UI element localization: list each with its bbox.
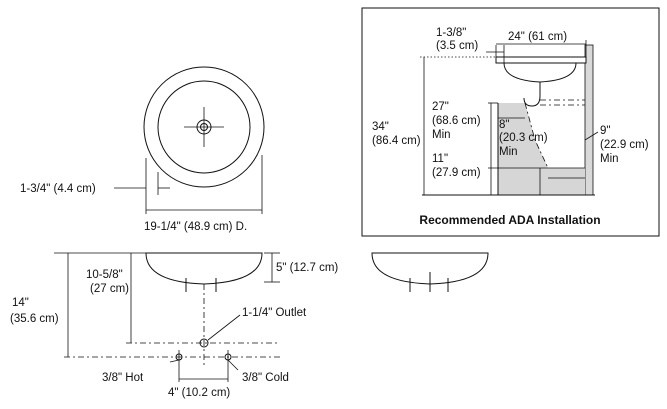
height-to-outlet-cm: (27 cm) (90, 283, 129, 295)
offset-in: 1-3/8" (436, 27, 466, 39)
knee-height-in: 27" (432, 101, 449, 113)
outlet-leader (207, 314, 241, 341)
hot-label: 3/8" Hot (102, 372, 144, 384)
height-in: 34" (372, 121, 389, 133)
height-to-outlet-label: 10-5/8" (27 cm) (86, 269, 129, 295)
rim-offset-label: 1-3/4" (4.4 cm) (20, 183, 96, 195)
knee-depth-in: 8" (499, 119, 509, 131)
toe-depth-leader (584, 131, 599, 141)
cold-label: 3/8" Cold (242, 372, 289, 384)
toe-depth-label: 9" (22.9 cm) Min (600, 125, 652, 165)
bowl-outer-rim (143, 66, 265, 188)
offset-label: 1-3/8" (3.5 cm) (436, 27, 478, 52)
knee-height-cm: (68.6 cm) (432, 115, 481, 127)
hot-leader (169, 359, 180, 363)
knee-height-min: Min (432, 129, 451, 141)
knee-height-label: 27" (68.6 cm) Min (432, 101, 484, 141)
outlet-marker (199, 338, 209, 348)
offset-cm: (3.5 cm) (436, 40, 478, 52)
countertop (495, 56, 587, 64)
width-label: 24" (61 cm) (508, 31, 567, 43)
total-height-in: 14" (12, 297, 29, 309)
height-cm: (86.4 cm) (372, 135, 421, 147)
diameter-label: 19-1/4" (48.9 cm) D. (144, 221, 247, 233)
height-label: 34" (86.4 cm) (372, 121, 421, 147)
supply-spacing-label: 4" (10.2 cm) (168, 387, 230, 399)
ada-bowl (503, 62, 577, 83)
ada-title: Recommended ADA Installation (419, 213, 600, 227)
wall (584, 44, 594, 196)
knee-profile (524, 102, 549, 169)
bowl-side-profile (145, 252, 263, 285)
cold-leader (227, 359, 239, 371)
clearance-area (498, 103, 585, 195)
toe-height-cm: (27.9 cm) (432, 167, 481, 179)
side-view: 5" (12.7 cm) 1-1/4" Outlet 10-5/8" (27 c… (10, 252, 338, 399)
toe-depth-cm: (22.9 cm) (600, 139, 649, 151)
front-view (371, 252, 489, 292)
toe-height-label: 11" (27.9 cm) (432, 153, 481, 179)
knee-depth-label: 8" (20.3 cm) Min (499, 119, 551, 158)
depth-label: 5" (12.7 cm) (276, 262, 338, 274)
toe-depth-min: Min (600, 153, 619, 165)
outlet-label: 1-1/4" Outlet (242, 307, 307, 319)
height-to-outlet-in: 10-5/8" (86, 269, 123, 281)
p-trap (523, 82, 541, 107)
toe-height-in: 11" (432, 153, 448, 165)
toe-depth-in: 9" (600, 125, 610, 137)
knee-depth-cm: (20.3 cm) (499, 132, 548, 144)
total-height-cm: (35.6 cm) (10, 313, 59, 325)
ada-panel: 1-3/8" (3.5 cm) 24" (61 cm) 34" (86.4 cm… (361, 7, 660, 237)
knee-depth-min: Min (499, 146, 518, 158)
total-height-label: 14" (35.6 cm) (10, 297, 59, 325)
top-view: 1-3/4" (4.4 cm) 19-1/4" (48.9 cm) D. (20, 66, 265, 233)
bowl-inner-rim (157, 80, 251, 174)
